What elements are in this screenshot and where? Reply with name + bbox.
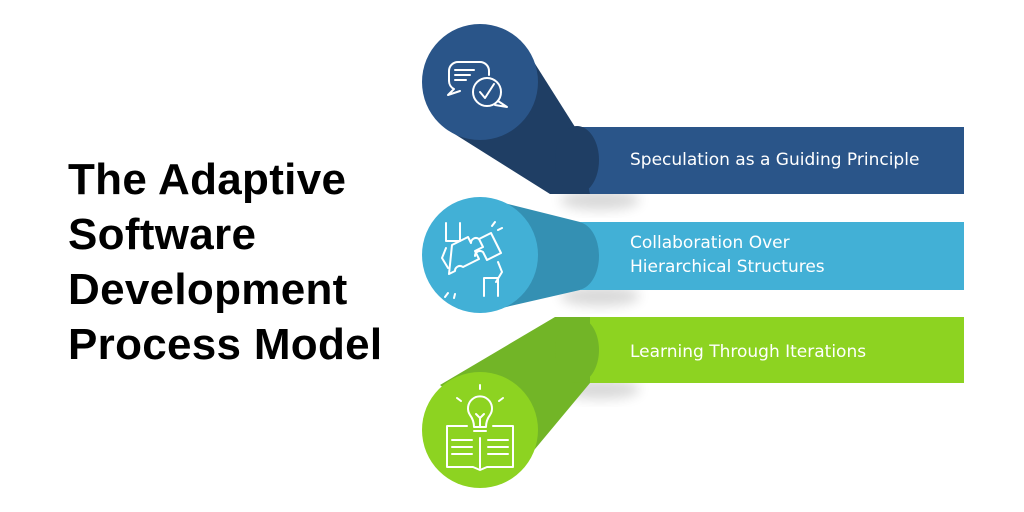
label-line: Hierarchical Structures [630,257,825,277]
step-bar [580,317,964,383]
step-label-learning: Learning Through Iterations [630,340,866,364]
title-line: Process Model [68,320,383,369]
title-line: The Adaptive [68,155,347,204]
step-circle [422,24,538,140]
step-label-speculation: Speculation as a Guiding Principle [630,148,919,172]
label-line: Learning Through Iterations [630,342,867,362]
title-line: Development [68,265,348,314]
puzzle-hands-icon [441,221,503,299]
step-label-collaboration: Collaboration Over Hierarchical Structur… [630,231,825,279]
step-bar [580,222,964,290]
page-title: The Adaptive Software Development Proces… [68,152,382,372]
title-line: Software [68,210,257,259]
chat-check-icon [447,61,508,108]
step-circle [422,197,538,313]
step-collaboration [422,197,964,313]
lightbulb-book-icon [446,384,514,471]
label-line: Collaboration Over [630,233,790,253]
step-bar [580,127,964,194]
step-speculation [422,24,964,194]
label-line: Speculation as a Guiding Principle [630,150,920,170]
